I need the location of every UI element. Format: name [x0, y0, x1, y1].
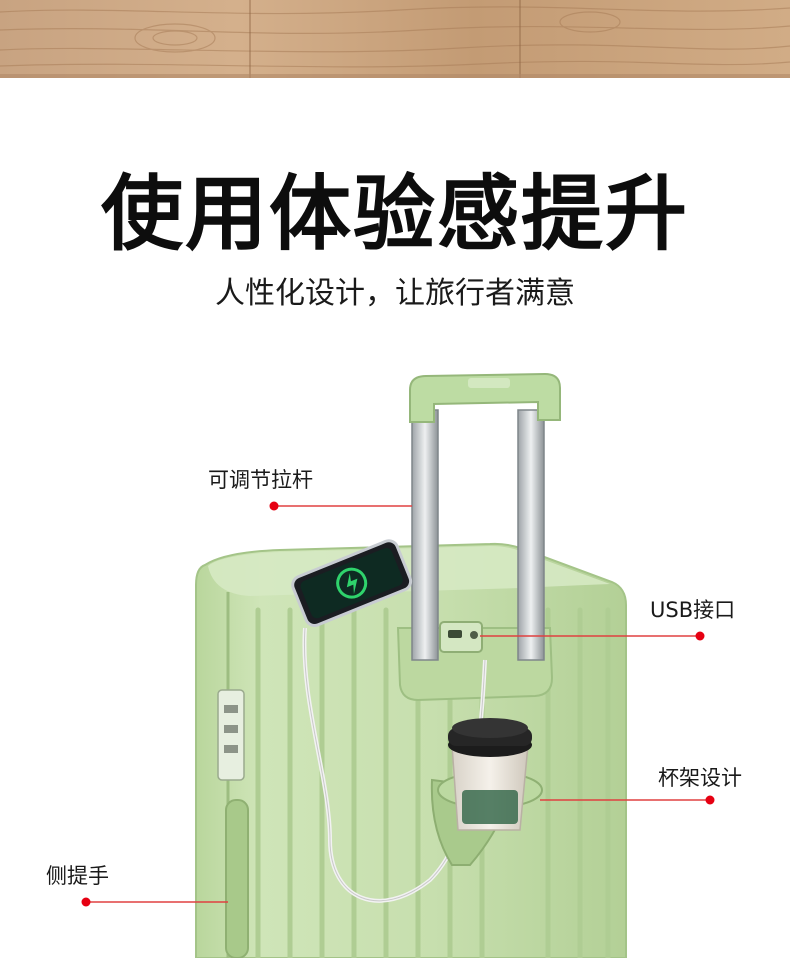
suitcase-body: [195, 542, 627, 961]
coffee-cup: [448, 718, 532, 831]
luggage-graphic: [81, 372, 715, 961]
callout-cup-holder: 杯架设计: [658, 766, 742, 790]
callout-adjustable-handle: 可调节拉杆: [208, 468, 313, 492]
wood-texture: [0, 0, 790, 78]
luggage-illustration: [0, 360, 790, 961]
wood-floor-strip: [0, 0, 790, 78]
callout-side-handle: 侧提手: [46, 864, 109, 888]
callout-usb-port: USB接口: [650, 598, 736, 622]
page-title: 使用体验感提升: [100, 167, 689, 262]
phone: [291, 539, 413, 627]
callout-lines: [81, 501, 715, 907]
telescopic-handle: [409, 372, 561, 661]
page-subtitle: 人性化设计，让旅行者满意: [215, 276, 575, 311]
